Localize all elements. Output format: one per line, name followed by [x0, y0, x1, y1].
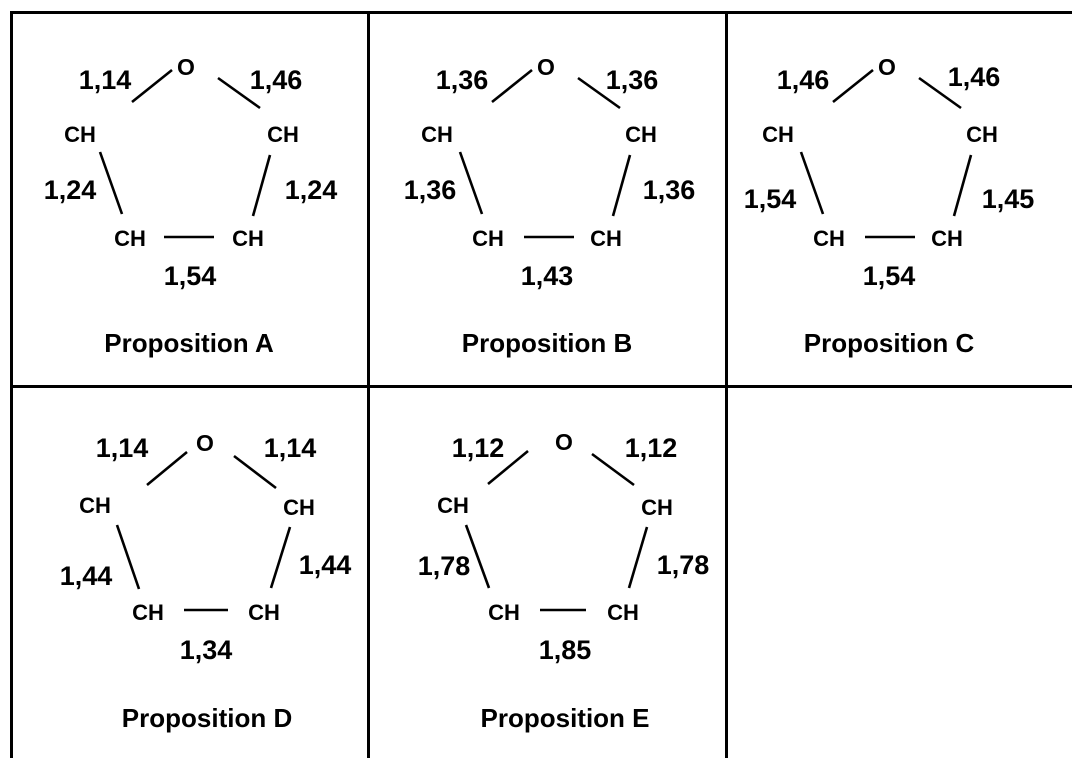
ch-atom-upper-left: CH	[64, 122, 96, 147]
proposition-e-cell: O CH CH CH CH 1,12 1,12 1,78 1,78 1,85 P…	[368, 386, 726, 758]
proposition-a-structure: O CH CH CH CH 1,14 1,46 1,24 1,24 1,54 P…	[44, 54, 338, 358]
bond-length-bottom: 1,43	[521, 261, 574, 291]
proposition-title: Proposition C	[804, 328, 975, 358]
bond-o-left	[146, 450, 188, 487]
proposition-c-structure: O CH CH CH CH 1,46 1,46 1,54 1,45 1,54 P…	[744, 54, 1035, 358]
bond-length-right-side: 1,78	[657, 550, 710, 580]
bond-o-left	[487, 449, 529, 486]
bond-length-o-left: 1,14	[96, 433, 149, 463]
bond-length-left-side: 1,44	[60, 561, 113, 591]
proposition-title: Proposition E	[481, 703, 650, 733]
bond-o-right	[217, 76, 261, 110]
ch-atom-lower-left: CH	[114, 226, 146, 251]
bond-length-left-side: 1,24	[44, 175, 97, 205]
grid-line-divider-1	[367, 11, 370, 758]
bond-length-right-side: 1,24	[285, 175, 338, 205]
proposition-title: Proposition D	[122, 703, 292, 733]
bond-length-o-right: 1,12	[625, 433, 678, 463]
proposition-d-structure: O CH CH CH CH 1,14 1,14 1,44 1,44 1,34 P…	[60, 430, 352, 733]
proposition-d-cell: O CH CH CH CH 1,14 1,14 1,44 1,44 1,34 P…	[0, 386, 368, 758]
bond-right-side	[611, 154, 632, 217]
ch-atom-upper-left: CH	[79, 493, 111, 518]
bond-length-o-left: 1,14	[79, 65, 132, 95]
bond-length-right-side: 1,44	[299, 550, 352, 580]
proposition-e-structure: O CH CH CH CH 1,12 1,12 1,78 1,78 1,85 P…	[418, 429, 710, 733]
bond-length-o-right: 1,14	[264, 433, 317, 463]
oxygen-atom: O	[555, 429, 573, 455]
bond-length-o-right: 1,46	[948, 62, 1001, 92]
bond-o-left	[832, 68, 874, 104]
ch-atom-lower-right: CH	[248, 600, 280, 625]
grid-line-left	[10, 11, 13, 758]
bond-length-bottom: 1,54	[863, 261, 916, 291]
bond-length-o-left: 1,12	[452, 433, 505, 463]
bond-length-o-right: 1,46	[250, 65, 303, 95]
bond-o-right	[591, 452, 635, 487]
ch-atom-upper-right: CH	[641, 495, 673, 520]
oxygen-atom: O	[878, 54, 896, 80]
ch-atom-upper-right: CH	[267, 122, 299, 147]
bond-length-left-side: 1,78	[418, 551, 471, 581]
ch-atom-lower-left: CH	[488, 600, 520, 625]
grid-line-middle	[10, 385, 1072, 388]
bond-length-bottom: 1,34	[180, 635, 233, 665]
ch-atom-lower-right: CH	[590, 226, 622, 251]
proposition-title: Proposition B	[462, 328, 632, 358]
bond-length-right-side: 1,45	[982, 184, 1035, 214]
bond-length-left-side: 1,36	[404, 175, 457, 205]
grid-line-top	[10, 11, 1072, 14]
proposition-title: Proposition A	[104, 328, 274, 358]
ch-atom-upper-right: CH	[625, 122, 657, 147]
ch-atom-lower-left: CH	[132, 600, 164, 625]
bond-o-right	[918, 76, 962, 110]
proposition-b-structure: O CH CH CH CH 1,36 1,36 1,36 1,36 1,43 P…	[404, 54, 696, 358]
bond-length-o-right: 1,36	[606, 65, 659, 95]
bond-right-side	[251, 154, 272, 217]
ch-atom-upper-right: CH	[966, 122, 998, 147]
ch-atom-lower-right: CH	[931, 226, 963, 251]
bond-left-side	[98, 151, 124, 215]
bond-o-right	[233, 454, 277, 490]
bond-right-side	[627, 526, 649, 589]
empty-cell	[726, 386, 1072, 758]
proposition-a-cell: O CH CH CH CH 1,14 1,46 1,24 1,24 1,54 P…	[0, 0, 368, 386]
ch-atom-lower-right: CH	[232, 226, 264, 251]
oxygen-atom: O	[537, 54, 555, 80]
ch-atom-lower-right: CH	[607, 600, 639, 625]
proposition-b-cell: O CH CH CH CH 1,36 1,36 1,36 1,36 1,43 P…	[368, 0, 726, 386]
bond-length-bottom: 1,85	[539, 635, 592, 665]
bond-left-side	[799, 151, 825, 215]
bond-o-left	[491, 68, 533, 104]
bond-left-side	[458, 151, 484, 215]
oxygen-atom: O	[177, 54, 195, 80]
ch-atom-lower-left: CH	[813, 226, 845, 251]
bond-right-side	[269, 526, 292, 589]
oxygen-atom: O	[196, 430, 214, 456]
bond-left-side	[115, 524, 141, 590]
ch-atom-lower-left: CH	[472, 226, 504, 251]
bond-length-o-left: 1,36	[436, 65, 489, 95]
ch-atom-upper-left: CH	[421, 122, 453, 147]
bond-o-right	[577, 76, 621, 110]
grid-line-divider-2	[725, 11, 728, 758]
bond-length-bottom: 1,54	[164, 261, 217, 291]
bond-length-o-left: 1,46	[777, 65, 830, 95]
bond-length-left-side: 1,54	[744, 184, 797, 214]
ch-atom-upper-left: CH	[437, 493, 469, 518]
ch-atom-upper-right: CH	[283, 495, 315, 520]
bond-left-side	[464, 524, 491, 589]
ch-atom-upper-left: CH	[762, 122, 794, 147]
bond-o-left	[131, 68, 173, 104]
proposition-c-cell: O CH CH CH CH 1,46 1,46 1,54 1,45 1,54 P…	[726, 0, 1072, 386]
bond-right-side	[952, 154, 973, 217]
bond-length-right-side: 1,36	[643, 175, 696, 205]
